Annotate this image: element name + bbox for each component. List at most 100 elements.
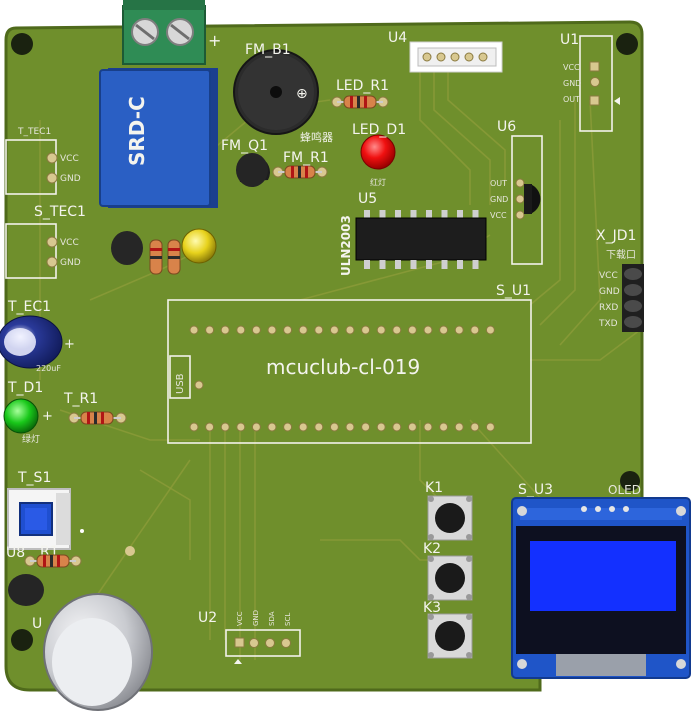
oled-display: S_U3 OLED [511, 482, 691, 679]
mcu-pin-bottom [267, 422, 277, 432]
mcu-pin-bottom [298, 422, 308, 432]
relay-label: SRD-C [125, 96, 149, 166]
mcu-pin-top [454, 325, 464, 335]
s-tec1-label: S_TEC1 [34, 204, 86, 220]
mcu-pin-bottom [251, 422, 261, 432]
mcu-pin-top [345, 325, 355, 335]
mcu-pin-bottom [283, 422, 293, 432]
svg-text:+: + [64, 337, 75, 352]
usb-label: USB [175, 373, 186, 394]
ic-uln2003: U5 ULN2003 [339, 191, 487, 276]
uln-pin-top [379, 210, 386, 219]
mcu-pin-bottom [439, 422, 449, 432]
u2-pin-scl: SCL [284, 613, 292, 626]
led-d1-label: LED_D1 [352, 122, 406, 138]
u2-pin-gnd: GND [252, 610, 260, 626]
mcu-title: mcuclub-cl-019 [266, 355, 420, 379]
mcu-pin-top [189, 325, 199, 335]
resistors-vertical [149, 239, 181, 275]
resistor-r1: R1 [24, 544, 82, 568]
s-u1-label: S_U1 [496, 283, 531, 299]
button-k2[interactable]: K2 [423, 541, 473, 601]
mcu-pin-top [251, 325, 261, 335]
relay-srd-c: SRD-C [99, 68, 218, 208]
capacitor-u3: U [32, 546, 153, 711]
buzzer: ⊕ FM_B1 蜂鸣器 [233, 42, 333, 144]
button-k1[interactable]: K1 [425, 480, 473, 541]
uln-pin-bottom [472, 260, 479, 269]
led-red: LED_D1 红灯 [352, 122, 406, 187]
u8-label: U8 [6, 545, 25, 561]
svg-text:+: + [42, 409, 53, 424]
svg-text:+: + [208, 31, 221, 50]
mcu-board-s-u1: S_U1 USB mcuclub-cl-019 [167, 283, 532, 444]
u5-label: U5 [358, 191, 377, 207]
connector-t-tec1: T_TEC1 VCC GND [5, 127, 81, 195]
uln-pin-top [441, 210, 448, 219]
uln-pin-top [426, 210, 432, 219]
uln-pin-top [457, 210, 463, 219]
k2-label: K2 [423, 541, 441, 557]
mcu-pin-bottom [392, 422, 402, 432]
mcu-pin-bottom [329, 422, 339, 432]
mcu-pin-bottom [345, 422, 355, 432]
uln-pin-bottom [410, 260, 417, 269]
x-pin-rxd: RXD [599, 303, 618, 313]
mcu-pin-top [485, 325, 495, 335]
led-d1-sub: 红灯 [370, 177, 386, 187]
switch-t-s1: T_S1 [7, 470, 84, 550]
mcu-pin-top [423, 325, 433, 335]
mcu-pin-bottom [454, 422, 464, 432]
resistor-led-r1: LED_R1 [331, 78, 389, 109]
button-k3[interactable]: K3 [423, 600, 473, 659]
s-u3-label: S_U3 [518, 482, 553, 498]
u1-label: U1 [560, 32, 579, 48]
x-jd1-label: X_JD1 [596, 228, 636, 244]
mcu-pin-top [267, 325, 277, 335]
t-ec1-label: T_EC1 [7, 299, 51, 315]
mcu-pin-bottom [407, 422, 417, 432]
u1-pin-gnd: GND [563, 79, 581, 88]
mcu-pin-bottom [376, 422, 386, 432]
fm-r1-label: FM_R1 [283, 150, 329, 166]
t-d1-label: T_D1 [7, 380, 43, 396]
mcu-pin-bottom [485, 422, 495, 432]
mcu-pin-top [205, 325, 215, 335]
mcu-pin-bottom [314, 422, 324, 432]
connector-u4: U4 [388, 30, 503, 73]
header-x-jd1: X_JD1 下载口 VCC GND RXD TXD [596, 228, 644, 332]
uln-label: ULN2003 [339, 215, 353, 276]
sensor-u6: U6 OUT GND VCC [490, 119, 543, 265]
uln-pin-bottom [441, 260, 448, 269]
mcu-pin-top [236, 325, 246, 335]
transistor-small [111, 231, 143, 265]
mcu-pin-top [283, 325, 293, 335]
x-pin-vcc: VCC [599, 271, 618, 281]
mcu-pin-top [298, 325, 308, 335]
u3-label: U [32, 616, 42, 632]
led-yellow [181, 228, 217, 264]
t-tec1-label: T_TEC1 [17, 127, 51, 137]
led-green: T_D1 + 绿灯 [3, 380, 53, 445]
connector-s-tec1: S_TEC1 VCC GND [5, 204, 86, 279]
svg-text:⊕: ⊕ [296, 86, 308, 102]
oled-screen [530, 541, 676, 611]
u6-label: U6 [497, 119, 516, 135]
mcu-pin-top [314, 325, 324, 335]
u6-pin-out: OUT [490, 179, 507, 188]
mcu-pin-bottom [470, 422, 480, 432]
sensor-u8: U8 [6, 545, 44, 606]
k1-label: K1 [425, 480, 443, 496]
uln-pin-top [410, 210, 417, 219]
u6-pin-vcc: VCC [490, 211, 507, 220]
t-tec1-pin-gnd: GND [60, 174, 81, 184]
s-tec1-pin-vcc: VCC [60, 238, 79, 248]
s-tec1-pin-gnd: GND [60, 258, 81, 268]
mcu-pin-top [361, 325, 371, 335]
uln-pin-bottom [457, 260, 463, 269]
module-u1: U1 VCC GND OUT [560, 32, 620, 132]
resistor-fm-r1: FM_R1 [272, 150, 329, 179]
uln-pin-top [472, 210, 479, 219]
